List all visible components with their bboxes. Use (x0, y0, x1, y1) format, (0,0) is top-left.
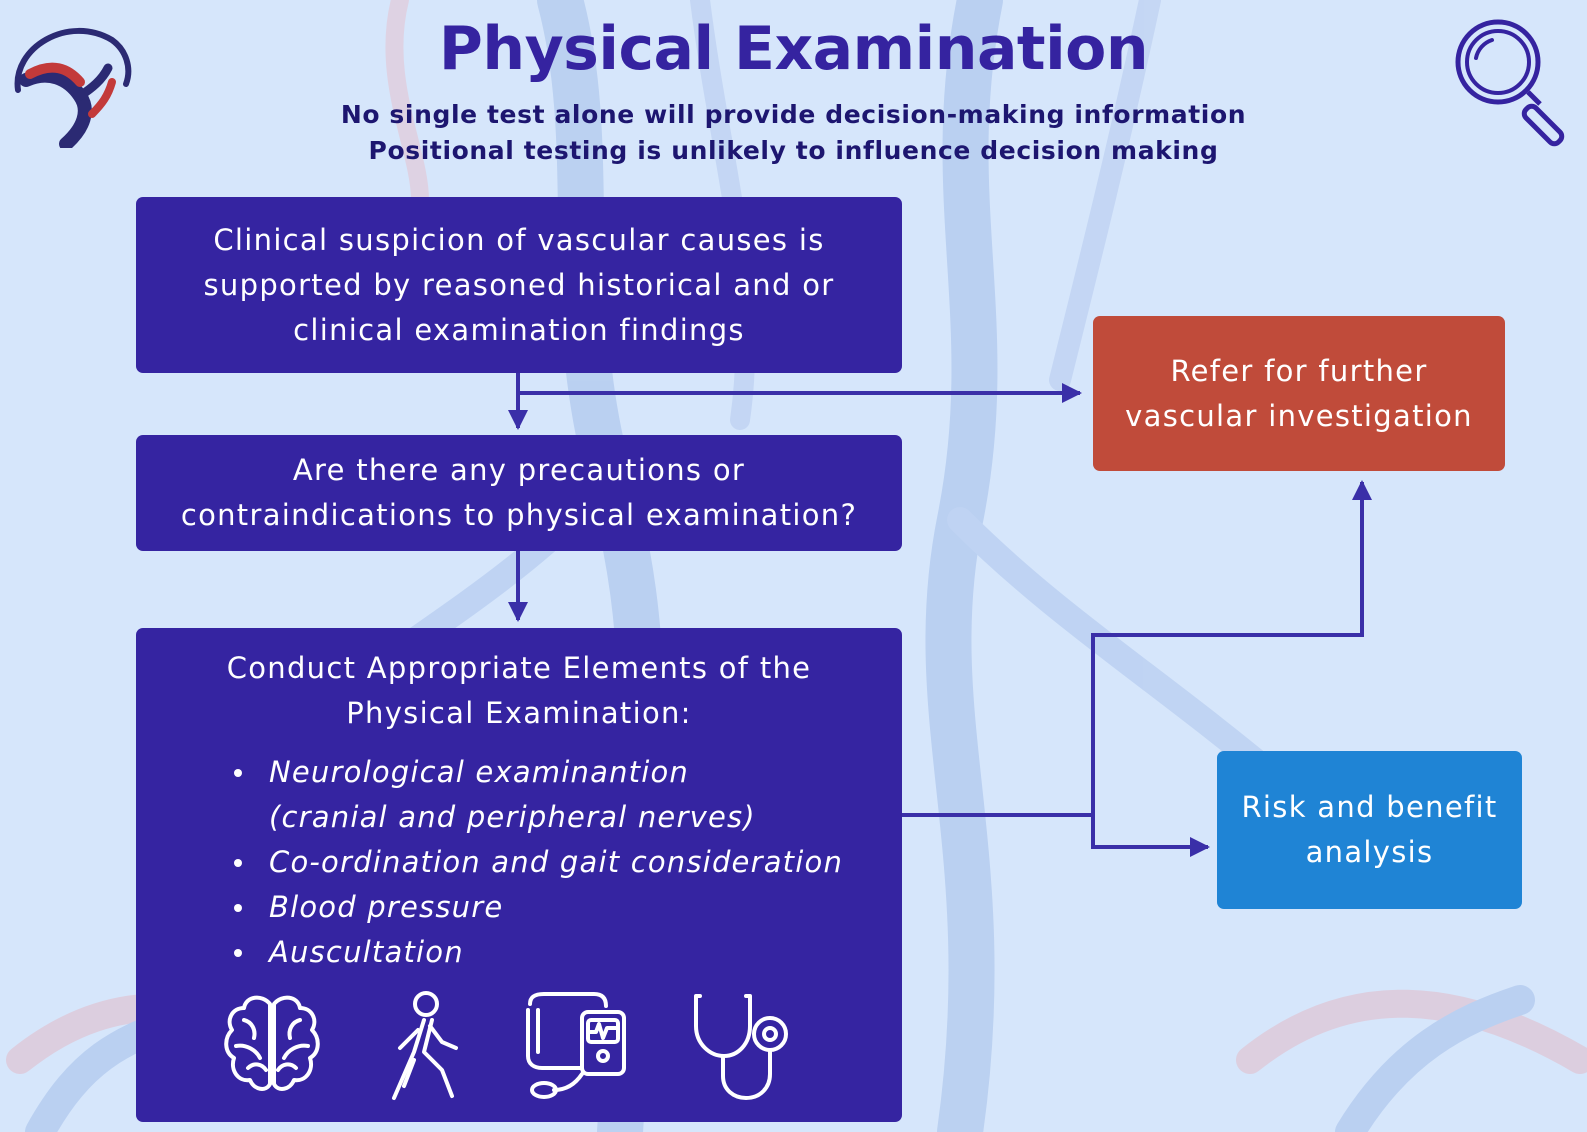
subtitle-line-2: Positional testing is unlikely to influe… (368, 136, 1219, 165)
walking-person-icon (392, 991, 458, 1100)
list-item: Co-ordination and gait consideration (169, 840, 869, 885)
list-item: Auscultation (169, 930, 869, 975)
examination-icons (136, 990, 902, 1105)
clinical-suspicion-text: Clinical suspicion of vascular causes is… (203, 222, 835, 347)
risk-benefit-text: Risk and benefit analysis (1241, 790, 1498, 869)
page-title: Physical Examination (438, 14, 1149, 84)
brain-icon (224, 995, 320, 1091)
conduct-heading: Conduct Appropriate Elements of the Phys… (226, 651, 812, 730)
examination-list: Neurological examinantion (cranial and p… (169, 750, 869, 975)
list-item: Blood pressure (169, 885, 869, 930)
precautions-question-text: Are there any precautions or contraindic… (180, 453, 858, 532)
subtitle-line-1: No single test alone will provide decisi… (340, 100, 1247, 129)
magnifying-glass-icon (1455, 19, 1565, 147)
refer-further-investigation-box: Refer for further vascular investigation (1093, 316, 1505, 471)
risk-benefit-analysis-box: Risk and benefit analysis (1217, 751, 1522, 909)
clinical-suspicion-box: Clinical suspicion of vascular causes is… (136, 197, 902, 373)
stethoscope-icon (694, 994, 788, 1100)
vascular-logo (14, 27, 132, 148)
refer-text: Refer for further vascular investigation (1125, 353, 1473, 433)
precautions-question-box: Are there any precautions or contraindic… (136, 435, 902, 551)
list-item: Neurological examinantion (cranial and p… (169, 750, 869, 840)
blood-pressure-monitor-icon (526, 992, 626, 1099)
conduct-examination-box: Conduct Appropriate Elements of the Phys… (136, 628, 902, 1122)
